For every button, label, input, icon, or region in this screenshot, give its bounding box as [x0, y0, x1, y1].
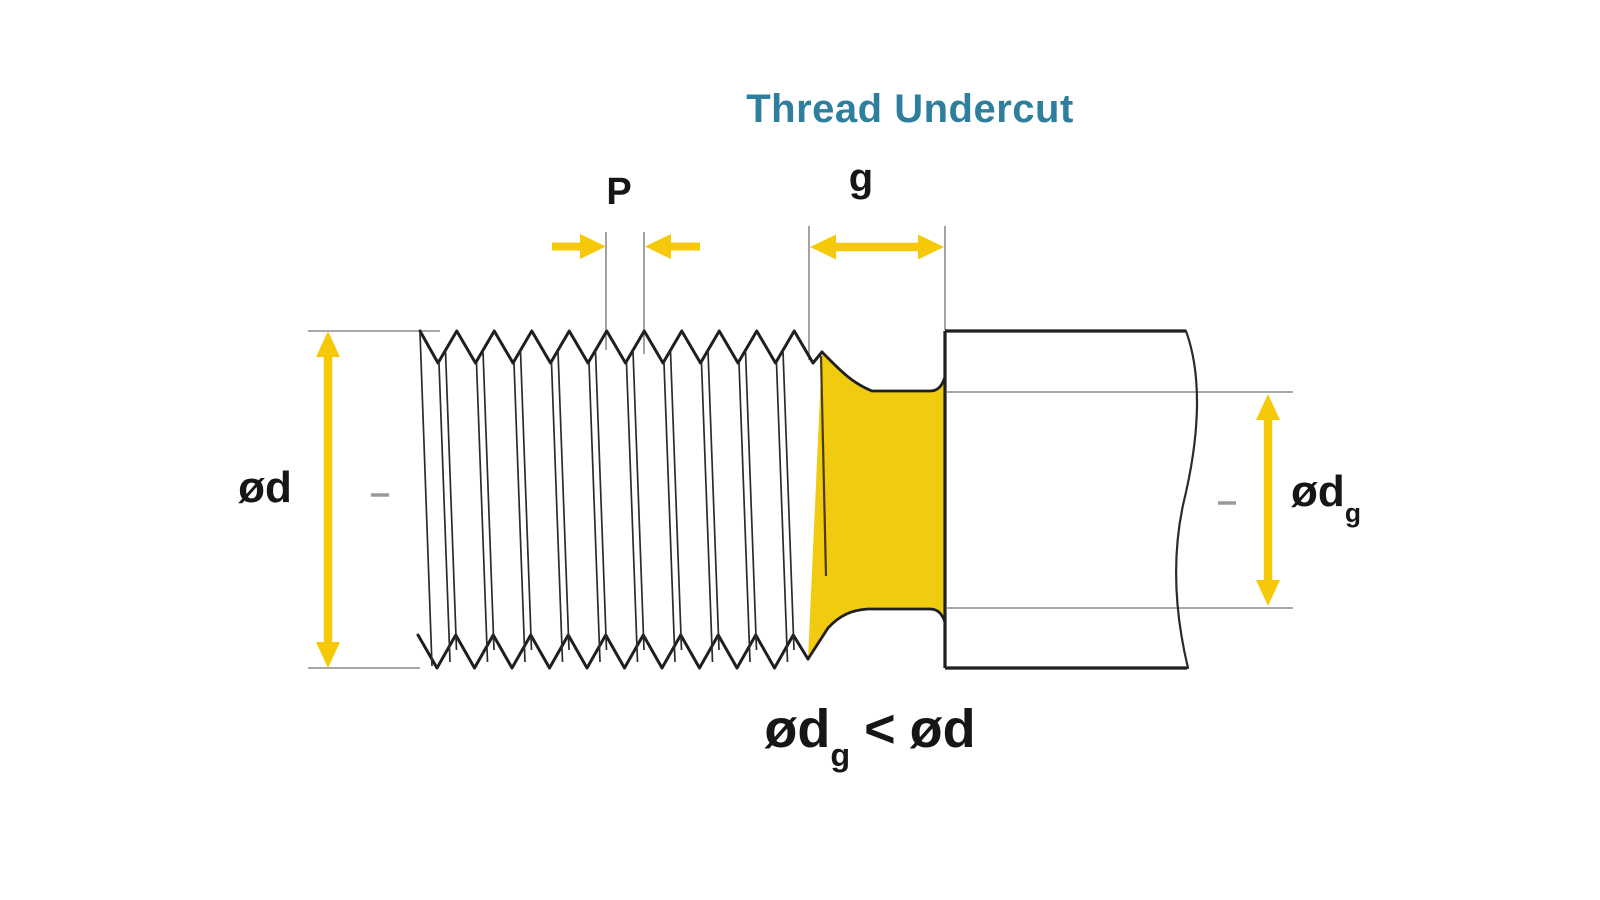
groove-diameter-base: ød — [1291, 467, 1345, 516]
groove-width-label: g — [848, 156, 874, 200]
major-diameter-label: ød — [213, 463, 317, 512]
undercut-highlight — [806, 350, 947, 661]
shank-cylinder — [943, 329, 1199, 670]
major-diameter-text: ød — [238, 463, 292, 512]
formula-lhs-sub: g — [830, 736, 851, 773]
extension-lines — [308, 226, 1293, 669]
formula-operator: < — [864, 699, 896, 759]
pitch-label: P — [606, 171, 632, 213]
formula-lhs-base: ød — [764, 699, 831, 759]
formula: ødg<ød — [640, 699, 1100, 771]
page-title: Thread Undercut — [746, 87, 1074, 131]
dimension-arrows — [316, 234, 1280, 668]
groove-diameter-sub: g — [1344, 497, 1361, 528]
thread-profile — [416, 329, 824, 670]
formula-rhs: ød — [909, 699, 976, 759]
groove-diameter-label: ødg — [1268, 467, 1384, 525]
